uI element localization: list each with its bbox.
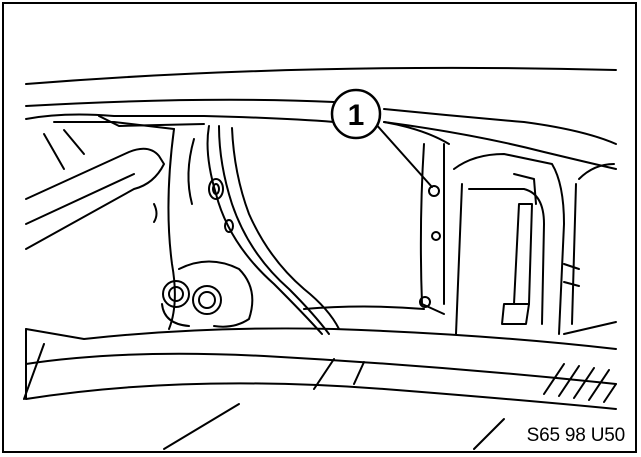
right-frame: [453, 153, 615, 335]
bolt-fittings: [161, 260, 254, 328]
technical-illustration: 1: [23, 66, 617, 450]
callout-leader: [373, 121, 433, 188]
left-strut: [25, 129, 165, 250]
a-pillar: [167, 125, 340, 335]
callout-number: 1: [348, 99, 365, 132]
figure-code: S65 98 U50: [524, 425, 627, 447]
mounting-hole: [428, 185, 440, 197]
roof-frame: [25, 66, 617, 170]
door-panel: [303, 121, 450, 315]
callout-1: 1: [330, 88, 382, 140]
diagram-frame: 1 S65 98 U50: [2, 2, 637, 453]
door-sill: [23, 321, 617, 450]
